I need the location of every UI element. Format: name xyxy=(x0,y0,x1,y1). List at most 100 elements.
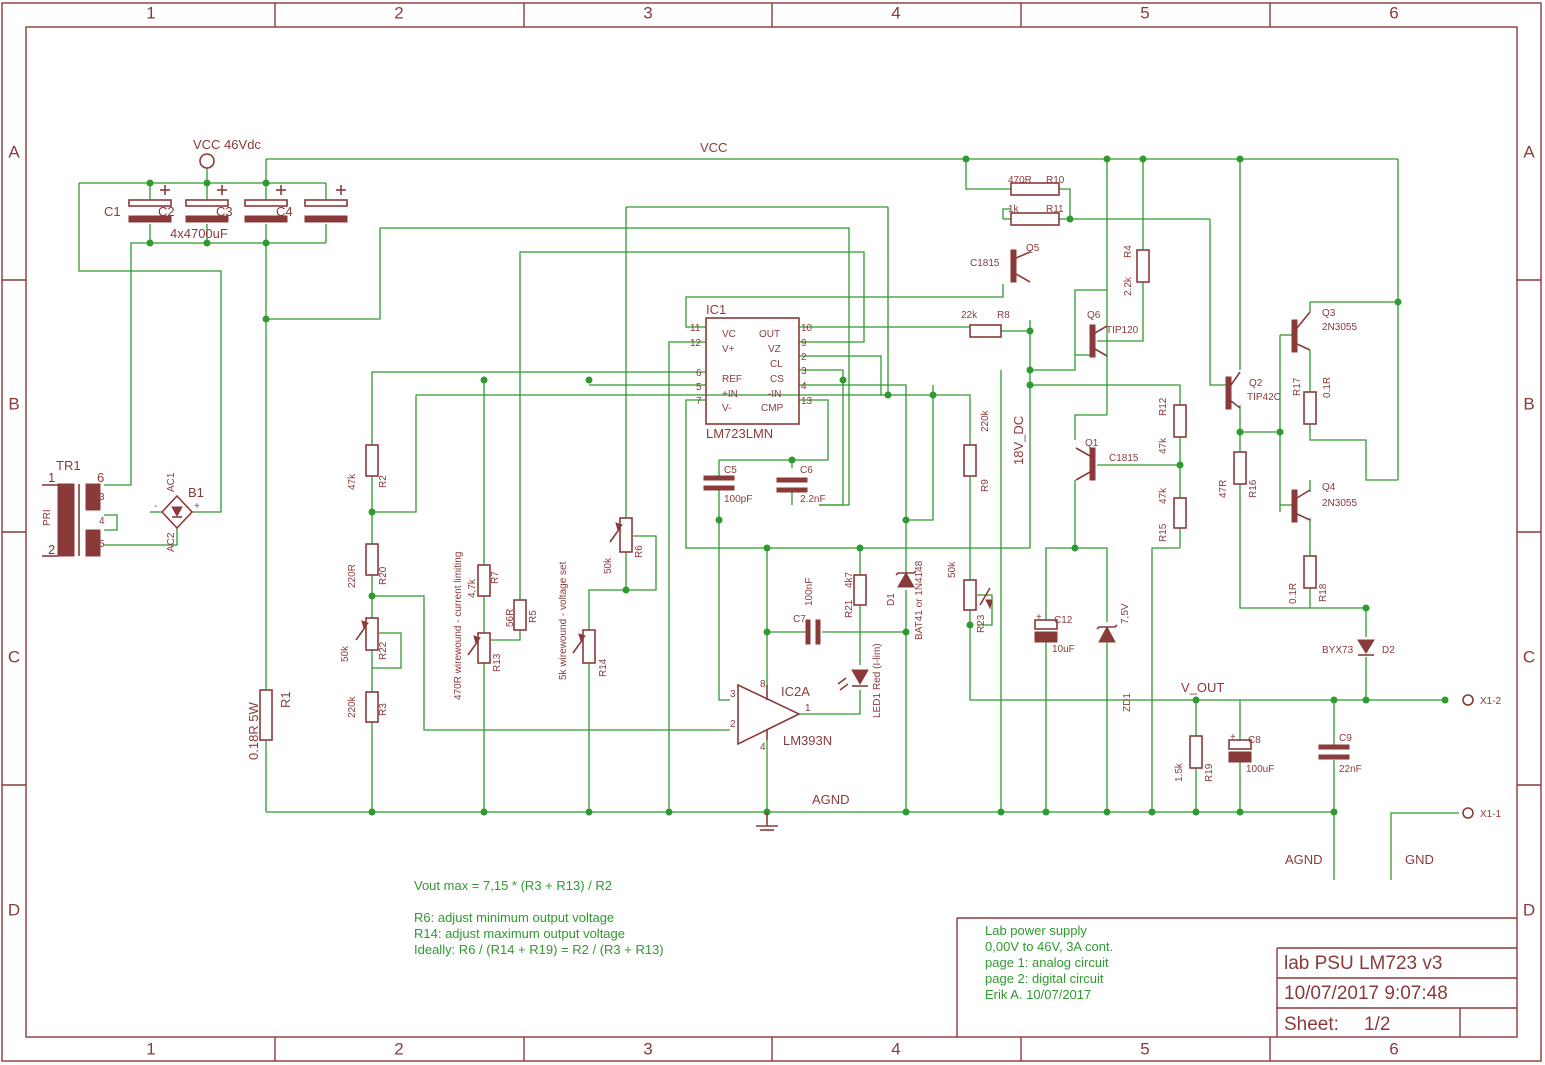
label-r16-value: 47R xyxy=(1218,480,1229,498)
resistors-horizontal: 470R R10 1k R11 22k R8 xyxy=(961,175,1065,338)
label-q5-value: C1815 xyxy=(970,258,1000,269)
small-capacitors: C5 100pF C6 2.2nF C7 100nF C9 22nF + C12… xyxy=(703,465,1362,775)
col-label-top: 2 xyxy=(394,3,403,22)
label-tr1-pin4: 4 xyxy=(99,516,105,527)
ic1-pin-num: 4 xyxy=(801,381,807,392)
col-label-bottom: 4 xyxy=(891,1039,900,1058)
label-q1: Q1 xyxy=(1085,438,1099,449)
col-label-top: 4 xyxy=(891,3,900,22)
label-r8: R8 xyxy=(997,310,1010,321)
row-label-right: B xyxy=(1523,394,1534,413)
ic2-pin-num: 8 xyxy=(760,679,766,690)
label-tr1-pin2: 2 xyxy=(48,542,55,557)
label-r10-value: 470R xyxy=(1008,175,1032,186)
label-c3: C3 xyxy=(216,204,233,219)
ic1-pin-name: OUT xyxy=(759,329,780,340)
ic1-pin-num: 3 xyxy=(801,366,807,377)
ic1-pin-name: REF xyxy=(722,374,742,385)
ic2-pin-num: 1 xyxy=(805,703,811,714)
label-b1-minus: - xyxy=(154,501,157,512)
label-r19-value: 1.5k xyxy=(1174,762,1185,782)
label-r21-value: 4k7 xyxy=(844,571,855,588)
ic1-pin-num: 12 xyxy=(690,338,702,349)
label-r5-value: 56R xyxy=(505,609,516,627)
resistors: R1 0.18R 5W R2 47k R20 220R R22 50k R3 2… xyxy=(246,245,1333,782)
label-tr1-pri: PRI xyxy=(42,509,53,526)
label-r18: R18 xyxy=(1318,583,1329,602)
ic1-pin-name: CS xyxy=(770,374,784,385)
net-agnd-connector: AGND xyxy=(1285,852,1323,867)
label-r9-value: 220k xyxy=(980,409,991,432)
ic1-lm723: IC1 LM723LMN 11 VC 12 V+ 6 REF 5 +IN 7 V… xyxy=(690,302,813,441)
label-c6: C6 xyxy=(800,465,813,476)
transistors: Q5 C1815 Q6 TIP120 Q1 C1815 Q2 TIP42C Q3… xyxy=(970,243,1357,523)
col-label-bottom: 6 xyxy=(1389,1039,1398,1058)
label-q5: Q5 xyxy=(1026,243,1040,254)
col-label-top: 1 xyxy=(146,3,155,22)
design-notes: Vout max = 7,15 * (R3 + R13) / R2 R6: ad… xyxy=(414,878,664,957)
label-r16: R16 xyxy=(1248,479,1259,498)
row-label-left: C xyxy=(8,647,20,666)
label-tr1-pin6: 6 xyxy=(97,470,104,485)
label-r17: R17 xyxy=(1292,377,1303,396)
net-agnd: AGND xyxy=(812,792,850,807)
label-c9-value: 22nF xyxy=(1339,764,1362,775)
label-c8: C8 xyxy=(1248,735,1261,746)
label-r22: R22 xyxy=(378,641,389,660)
label-r7: R7 xyxy=(490,571,501,584)
label-r21: R21 xyxy=(844,599,855,618)
label-r23: R23 xyxy=(976,614,987,633)
label-c4: C4 xyxy=(276,204,293,219)
label-r18-value: 0.1R xyxy=(1288,583,1299,604)
label-r5: R5 xyxy=(528,610,539,623)
diodes: D1 BAT41 or 1N4148 LED1 Red (I-lim) ZD1 … xyxy=(837,560,1395,718)
ic2-lm393-comparator: IC2A LM393N 3 2 1 8 4 xyxy=(730,679,832,753)
label-b1: B1 xyxy=(188,485,204,500)
label-c12: C12 xyxy=(1054,615,1073,626)
label-tr1: TR1 xyxy=(56,458,81,473)
bridge-rectifier-b1: B1 AC1 AC2 - + xyxy=(154,472,204,552)
label-r20: R20 xyxy=(378,566,389,585)
label-c12-value: 10uF xyxy=(1052,644,1075,655)
net-vcc: VCC xyxy=(700,140,727,155)
label-r17-value: 0.1R xyxy=(1322,377,1333,398)
row-label-left: B xyxy=(8,394,19,413)
label-r23-value: 50k xyxy=(947,561,958,578)
c12-plus-icon: + xyxy=(1036,612,1042,623)
c8-plus-icon: + xyxy=(1230,732,1236,743)
note-line: Ideally: R6 / (R14 + R19) = R2 / (R3 + R… xyxy=(414,942,664,957)
label-r11: R11 xyxy=(1046,204,1064,215)
note-line: Vout max = 7,15 * (R3 + R13) / R2 xyxy=(414,878,612,893)
label-d2-value: BYX73 xyxy=(1322,645,1354,656)
label-r15-value: 47k xyxy=(1158,487,1169,504)
label-r3-value: 220k xyxy=(347,695,358,718)
label-zd1: ZD1 xyxy=(1122,693,1133,712)
ic1-pin-name: CL xyxy=(770,359,783,370)
ic1-pin-num: 13 xyxy=(801,396,813,407)
label-led1-value: Red (I-lim) xyxy=(872,643,883,690)
row-label-left: A xyxy=(8,142,20,161)
connector-x1-1-icon xyxy=(1462,807,1474,819)
sheet-title: lab PSU LM723 v3 xyxy=(1284,953,1442,974)
label-zd1-value: 7,5V xyxy=(1120,603,1131,624)
sheet-label: Sheet: xyxy=(1284,1014,1339,1035)
label-d1: D1 xyxy=(886,593,897,606)
ic1-pin-name: +IN xyxy=(722,389,738,400)
row-label-right: A xyxy=(1523,142,1535,161)
ic2-pin-num: 2 xyxy=(730,719,736,730)
row-label-right: C xyxy=(1523,647,1535,666)
row-label-right: D xyxy=(1523,900,1535,919)
label-r19: R19 xyxy=(1204,763,1215,782)
ic1-pin-num: 10 xyxy=(801,323,813,334)
transformer-tr1: TR1 PRI 1 2 6 3 4 5 xyxy=(42,458,105,557)
label-r2-value: 47k xyxy=(347,473,358,490)
label-x1-1: X1-1 xyxy=(1480,809,1502,820)
label-q3: Q3 xyxy=(1322,308,1336,319)
label-r6-value: 50k xyxy=(603,557,614,574)
label-ic2: IC2A xyxy=(781,684,810,699)
title-block: Lab power supply 0,00V to 46V, 3A cont. … xyxy=(956,917,1517,1037)
sheet-date: 10/07/2017 9:07:48 xyxy=(1284,983,1448,1004)
label-d2: D2 xyxy=(1382,645,1395,656)
